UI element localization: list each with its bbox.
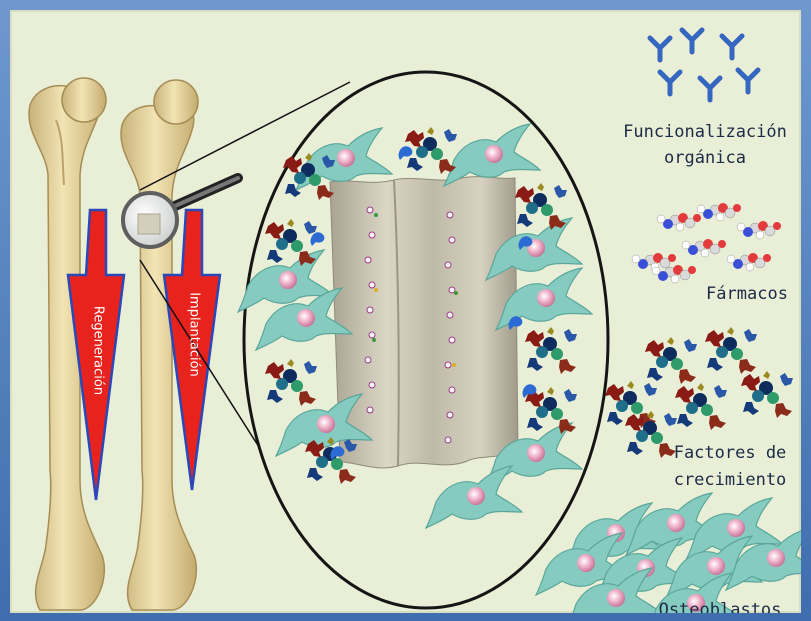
osteoblast-cluster [536, 493, 801, 613]
growth-factor-cluster [605, 327, 793, 458]
funcionalizacion-label-line2: orgánica [615, 146, 795, 170]
funcionalizacion-label-line1: Funcionalización [615, 120, 795, 144]
osteoblastos-label: Osteoblastos [640, 598, 800, 613]
diagram-canvas [10, 10, 801, 613]
diagram-panel: Regeneración Implantación Funcionalizaci… [10, 10, 801, 613]
drug-molecule-icons [632, 203, 781, 283]
factores-label-line1: Factores de [660, 441, 800, 465]
farmacos-label: Fármacos [692, 282, 801, 306]
organic-functional-group-icons [650, 30, 758, 100]
factores-label-line2: crecimiento [660, 468, 800, 492]
scaffold-implant [330, 177, 518, 468]
implantacion-label: Implantación [187, 285, 202, 385]
regeneracion-label: Regeneración [91, 301, 106, 401]
